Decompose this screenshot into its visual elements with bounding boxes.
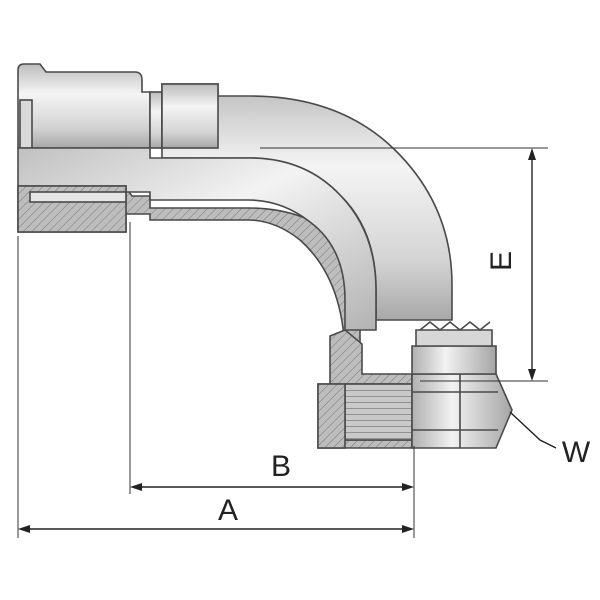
- nipple-hex: [161, 83, 219, 149]
- socket-ferrule: [17, 63, 163, 149]
- nut-collar: [411, 345, 497, 375]
- nut-wall-section: [317, 383, 346, 449]
- dimension-w: W: [509, 411, 591, 469]
- swivel-nut: [317, 320, 513, 449]
- socket-lip: [19, 99, 33, 149]
- dimension-b: B: [130, 450, 414, 491]
- nut-hex-face: [411, 373, 513, 449]
- nut-ring: [415, 329, 493, 347]
- dimension-label-w: W: [562, 436, 591, 469]
- extension-lines: [17, 147, 548, 538]
- dimension-label-a: A: [218, 494, 238, 527]
- dimension-a: A: [18, 494, 414, 533]
- dimension-label-e: E: [485, 251, 518, 271]
- dimension-e: E: [485, 148, 536, 381]
- dimension-label-b: B: [271, 450, 291, 483]
- nipple-body: [161, 83, 453, 321]
- bore-inner: [29, 191, 127, 203]
- section-view: [17, 147, 377, 361]
- nut-thread-section: [344, 383, 413, 441]
